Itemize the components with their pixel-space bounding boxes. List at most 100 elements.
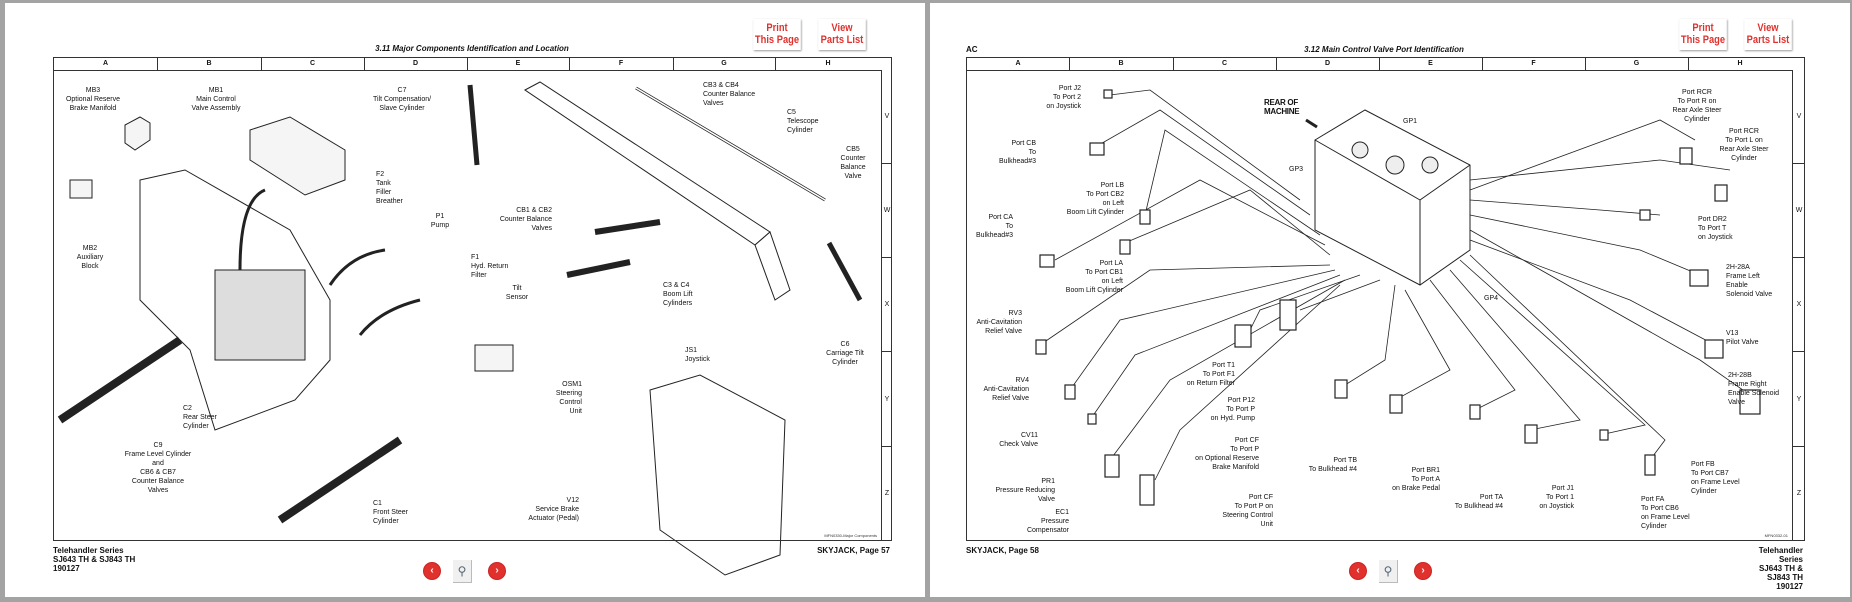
label-gp4: GP4	[1484, 295, 1499, 302]
label-c2: C2 Rear Steer Cylinder	[183, 405, 217, 430]
label-port-rcr-r: Port RCR To Port R on Rear Axle Steer Cy…	[1672, 89, 1722, 123]
col-g: G	[673, 58, 776, 70]
row-z: Z	[1796, 490, 1802, 497]
row-w: W	[882, 164, 892, 258]
row-y: Y	[882, 352, 892, 447]
label-cb5: CB5 Counter Balance Valve	[840, 146, 866, 180]
rear-of-machine-label: REAR OF MACHINE	[1264, 98, 1300, 116]
footer-page-number: SKYJACK, Page 58	[966, 546, 1039, 555]
label-port-j1: Port J1 To Port 1 on Joystick	[1539, 485, 1574, 510]
mb1-block	[249, 116, 346, 196]
prev-page-button[interactable]: ‹	[1350, 563, 1366, 579]
col-b: B	[1069, 58, 1174, 70]
footer-model: Telehandler Series SJ643 TH & SJ843 TH 1…	[1758, 546, 1803, 591]
label-v13: V13 Pilot Valve	[1726, 330, 1759, 346]
label-gp1: GP1	[1403, 118, 1418, 125]
label-cb3-cb4: CB3 & CB4 Counter Balance Valves	[703, 82, 756, 107]
rear-arrow-icon	[1305, 118, 1318, 129]
row-strip: V W X Y Z	[1792, 70, 1805, 540]
row-x: X	[882, 258, 892, 352]
right-figure-frame: A B C D E F G H V W X Y Z MFN0332-01	[966, 57, 1805, 541]
col-d: D	[364, 58, 468, 70]
label-port-cf-steering: Port CF To Port P on Steering Control Un…	[1222, 494, 1273, 528]
label-ec1: EC1 Pressure Compensator	[1026, 509, 1069, 534]
label-port-la: Port LA To Port CB1 on Left Boom Lift Cy…	[1065, 260, 1123, 294]
zoom-button[interactable]: ⚲	[453, 560, 472, 583]
row-v: V	[882, 70, 892, 164]
col-c: C	[1173, 58, 1277, 70]
label-osm1: OSM1 Steering Control Unit	[555, 381, 582, 415]
left-figure-frame: A B C D E F G H V W X Y Z MFN0330-Major …	[53, 57, 892, 541]
zoom-button[interactable]: ⚲	[1379, 560, 1398, 583]
chevron-right-icon: ›	[495, 565, 499, 576]
label-2h-28b: 2H-28B Frame Right Enable Solenoid Valve	[1728, 372, 1779, 406]
magnifier-icon: ⚲	[1383, 564, 1393, 578]
figure-id: MFN0332-01	[1764, 533, 1788, 538]
label-port-j2: Port J2 To Port 2 on Joystick	[1046, 85, 1081, 110]
col-g: G	[1585, 58, 1689, 70]
label-mb2: MB2 Auxiliary Block	[76, 245, 104, 270]
label-port-ta: Port TA To Bulkhead #4	[1454, 494, 1503, 510]
label-f2: F2 Tank Filler Breather	[376, 171, 403, 205]
right-page	[930, 3, 1850, 597]
label-pr1: PR1 Pressure Reducing Valve	[995, 478, 1055, 503]
label-port-tb: Port TB To Bulkhead #4	[1308, 457, 1357, 473]
label-f1: F1 Hyd. Return Filter	[471, 254, 509, 279]
view-parts-list-button[interactable]: View Parts List	[818, 19, 866, 50]
col-a: A	[967, 58, 1070, 70]
label-port-rcr-l: Port RCR To Port L on Rear Axle Steer Cy…	[1719, 128, 1769, 162]
row-y: Y	[1793, 352, 1805, 447]
label-port-lb: Port LB To Port CB2 on Left Boom Lift Cy…	[1066, 182, 1124, 216]
print-page-button[interactable]: Print This Page	[1679, 19, 1727, 50]
label-c1: C1 Front Steer Cylinder	[373, 500, 409, 525]
label-port-ca: Port CA To Bulkhead#3	[976, 214, 1013, 239]
row-z: Z	[884, 490, 890, 497]
tilt-sensor	[474, 344, 514, 372]
label-port-cf-brake: Port CF To Port P on Optional Reserve Br…	[1195, 437, 1259, 471]
col-f: F	[569, 58, 674, 70]
label-2h-28a: 2H-28A Frame Left Enable Solenoid Valve	[1726, 264, 1773, 298]
section-title: 3.12 Main Control Valve Port Identificat…	[1304, 45, 1464, 54]
label-c5: C5 Telescope Cylinder	[787, 109, 819, 134]
arrow	[238, 188, 266, 271]
label-v12: V12 Service Brake Actuator (Pedal)	[528, 497, 579, 522]
mb2-block	[69, 179, 93, 199]
next-page-button[interactable]: ›	[489, 563, 505, 579]
label-port-t1: Port T1 To Port F1 on Return Filter	[1186, 362, 1235, 387]
print-page-button[interactable]: Print This Page	[753, 19, 801, 50]
label-tilt-sensor: Tilt Sensor	[505, 285, 529, 301]
label-c3-c4: C3 & C4 Boom Lift Cylinders	[663, 282, 693, 307]
label-p1: P1 Pump	[430, 213, 450, 229]
label-port-p12: Port P12 To Port P on Hyd. Pump	[1210, 397, 1255, 422]
view-parts-list-button[interactable]: View Parts List	[1744, 19, 1792, 50]
chevron-left-icon: ‹	[430, 565, 434, 576]
label-port-dr2: Port DR2 To Port T on Joystick	[1698, 216, 1733, 241]
label-mb1: MB1 Main Control Valve Assembly	[191, 87, 241, 112]
boom-head	[754, 231, 791, 301]
label-port-fb: Port FB To Port CB7 on Frame Level Cylin…	[1691, 461, 1740, 495]
label-gp3: GP3	[1289, 166, 1304, 173]
label-mb3: MB3 Optional Reserve Brake Manifold	[65, 87, 121, 112]
label-c9: C9 Frame Level Cylinder and CB6 & CB7 Co…	[124, 442, 192, 494]
boom-lift-cylinder	[594, 219, 661, 235]
c7-cylinder	[467, 84, 480, 166]
label-cb1-cb2: CB1 & CB2 Counter Balance Valves	[499, 207, 552, 232]
mb3-block	[124, 116, 151, 151]
footer-model: Telehandler Series SJ643 TH & SJ843 TH 1…	[53, 546, 136, 573]
chevron-right-icon: ›	[1421, 565, 1425, 576]
col-e: E	[467, 58, 570, 70]
label-js1: JS1 Joystick	[685, 347, 710, 363]
c6-cylinder	[826, 241, 863, 302]
prev-page-button[interactable]: ‹	[424, 563, 440, 579]
label-c6: C6 Carriage Tilt Cylinder	[826, 341, 864, 366]
col-a: A	[54, 58, 158, 70]
column-header: A B C D E F G H	[967, 58, 1792, 71]
next-page-button[interactable]: ›	[1415, 563, 1431, 579]
row-strip: V W X Y Z	[881, 70, 892, 540]
label-port-cb: Port CB To Bulkhead#3	[999, 140, 1036, 165]
arrow	[328, 248, 386, 286]
col-f: F	[1482, 58, 1586, 70]
engine	[214, 269, 306, 361]
col-h: H	[1737, 60, 1743, 67]
